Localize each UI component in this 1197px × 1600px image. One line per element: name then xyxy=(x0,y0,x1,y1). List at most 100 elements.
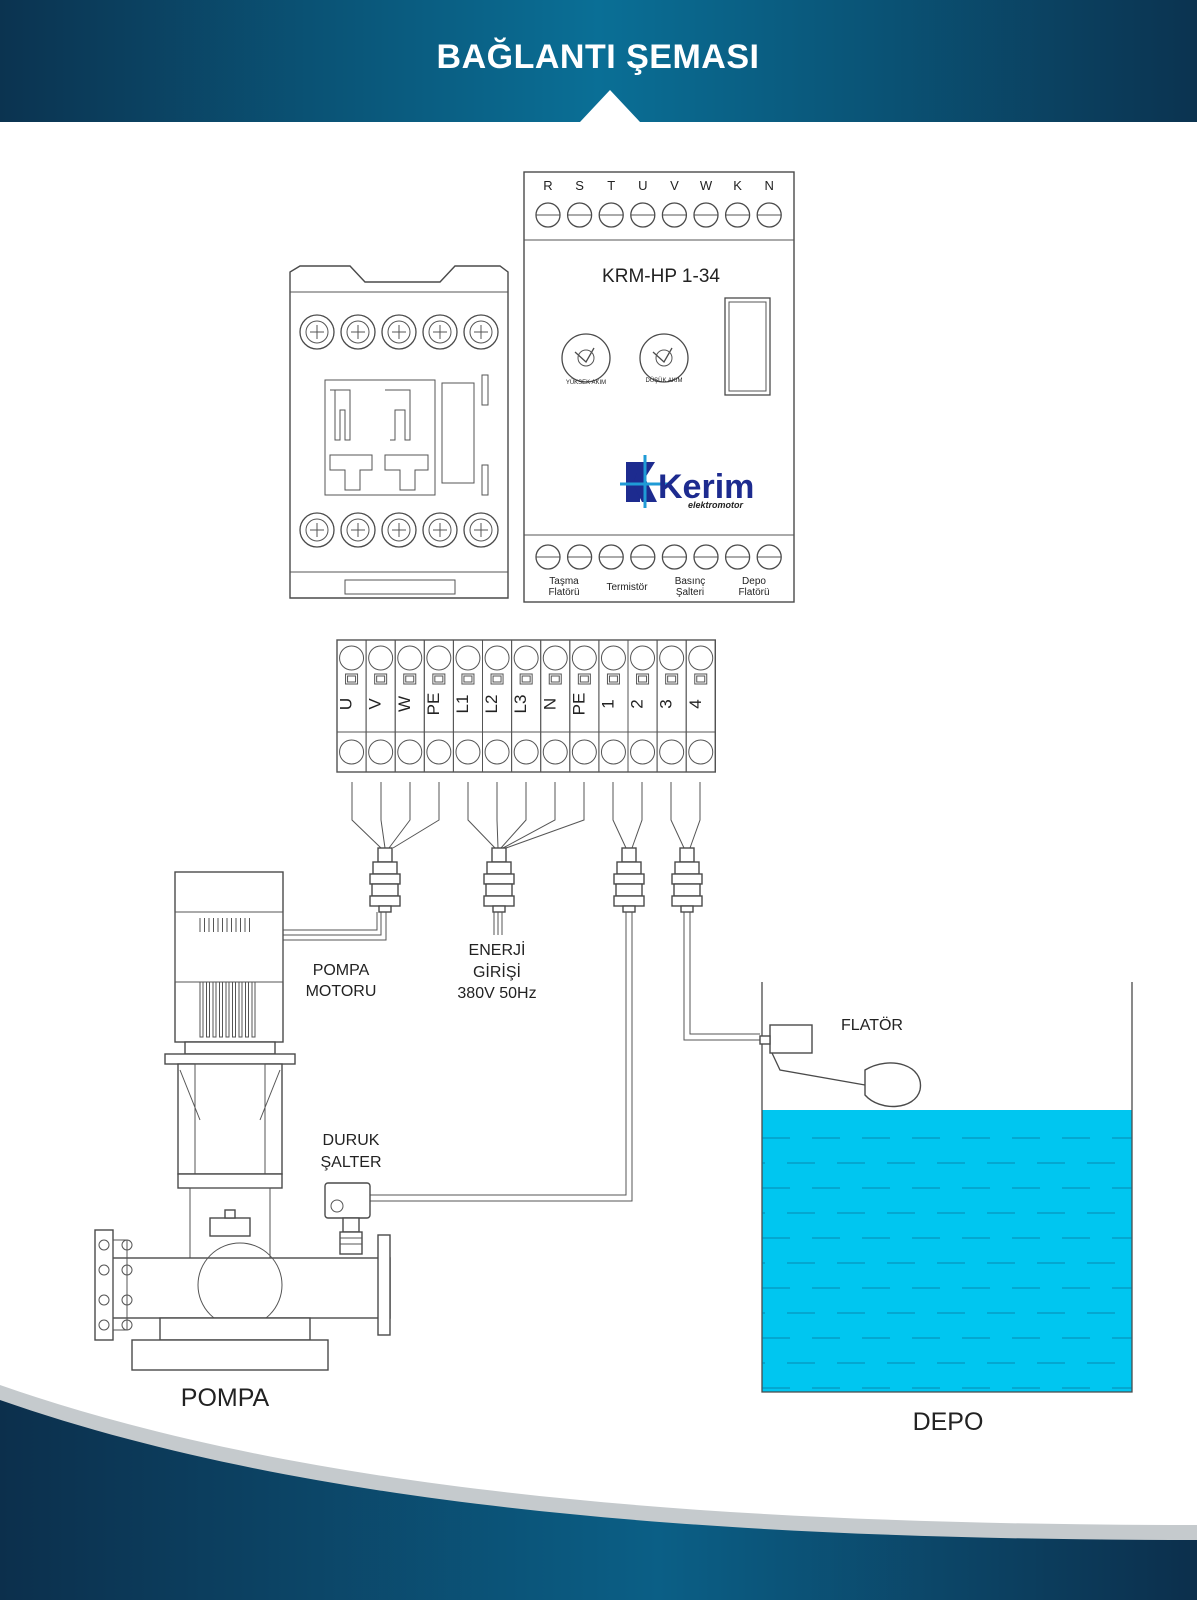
cable-gland xyxy=(483,847,515,913)
controller-bottom-terminals xyxy=(535,544,782,570)
footer-swoosh xyxy=(0,1385,1197,1600)
pressure-switch-wires xyxy=(612,782,643,849)
float-bulb xyxy=(864,1062,922,1108)
float-housing xyxy=(769,1024,813,1054)
controller-top-terminal[interactable] xyxy=(630,202,656,228)
pressure-switch-cable xyxy=(370,912,633,1202)
controller-bottom-label: Depo xyxy=(742,576,766,587)
controller-bottom-label: Şalteri xyxy=(676,587,704,598)
header-notch xyxy=(580,90,640,122)
pump xyxy=(94,1187,391,1371)
motor-cable xyxy=(282,912,387,941)
controller-model: KRM-HP 1-34 xyxy=(602,266,720,287)
controller-bottom-label: Termistör xyxy=(606,582,648,593)
knob-high-current[interactable] xyxy=(561,333,611,383)
terminal-2[interactable]: 2 xyxy=(627,639,658,773)
terminal-pe[interactable]: PE xyxy=(423,639,454,773)
terminal-pe[interactable]: PE xyxy=(569,639,600,773)
controller-bottom-terminal[interactable] xyxy=(598,544,624,570)
float-cable xyxy=(683,912,760,1041)
terminal-label: L2 xyxy=(482,695,501,714)
controller-top-terminal[interactable] xyxy=(693,202,719,228)
contactor-bottom-screw[interactable] xyxy=(422,512,458,548)
pressure-switch-label-1: DURUK xyxy=(323,1132,380,1149)
brand-subtitle: elektromotor xyxy=(688,500,744,510)
controller-top-terminal[interactable] xyxy=(724,202,751,228)
controller-top-terminal-label: S xyxy=(575,178,584,193)
terminal-label: 3 xyxy=(657,699,676,708)
controller-bottom-terminal[interactable] xyxy=(566,544,593,570)
controller-bottom-terminal[interactable] xyxy=(756,544,782,570)
controller-bottom-terminal[interactable] xyxy=(724,544,751,570)
controller-bottom-label: Basınç xyxy=(675,576,706,587)
contactor-bottom-screw[interactable] xyxy=(463,512,499,548)
controller-bottom-terminal[interactable] xyxy=(661,544,688,570)
contactor-top-screw[interactable] xyxy=(299,314,335,350)
terminal-label: L1 xyxy=(453,695,472,714)
motor-wires xyxy=(351,782,440,849)
pump-motor xyxy=(164,871,296,1189)
contactor xyxy=(289,265,509,599)
float-label: FLATÖR xyxy=(841,1016,903,1034)
terminal-n[interactable]: N xyxy=(540,639,571,773)
pump-motor-label-2: MOTORU xyxy=(306,983,377,1000)
knob-low-current[interactable] xyxy=(639,333,689,383)
controller-top-terminal[interactable] xyxy=(598,202,624,228)
controller-bottom-terminal[interactable] xyxy=(693,544,719,570)
brand-logo: Kerim elektromotor xyxy=(620,455,754,510)
controller-top-terminal[interactable] xyxy=(756,202,782,228)
contactor-top-screw[interactable] xyxy=(463,314,499,350)
page-title: BAĞLANTI ŞEMASI xyxy=(437,38,760,76)
controller-bottom-terminal[interactable] xyxy=(630,544,656,570)
controller-bottom-label: Taşma xyxy=(549,576,579,587)
controller-top-terminal-label: K xyxy=(733,178,742,193)
terminal-label: W xyxy=(395,696,414,712)
energy-label-3: 380V 50Hz xyxy=(457,985,536,1002)
terminal-label: L3 xyxy=(511,695,530,714)
contactor-bottom-screw[interactable] xyxy=(299,512,335,548)
terminal-label: V xyxy=(366,698,385,710)
cable-gland xyxy=(369,847,401,913)
pump-motor-label-1: POMPA xyxy=(313,962,370,979)
contactor-bottom-screw[interactable] xyxy=(381,512,417,548)
tank-label: DEPO xyxy=(913,1408,984,1436)
terminal-label: 4 xyxy=(686,699,705,708)
knob-low-label: DÜŞÜK AKIM xyxy=(645,377,682,384)
controller-top-terminal[interactable] xyxy=(535,202,561,228)
terminal-label: PE xyxy=(569,693,588,716)
cable-gland xyxy=(613,847,645,913)
pressure-switch-label-2: ŞALTER xyxy=(320,1154,381,1171)
brand-name: Kerim xyxy=(658,468,754,506)
contactor-bottom-screws xyxy=(299,512,499,548)
terminal-label: 2 xyxy=(628,699,647,708)
terminal-label: N xyxy=(540,698,559,710)
contactor-bottom-screw[interactable] xyxy=(340,512,376,548)
controller-top-terminal-label: W xyxy=(700,178,713,193)
power-cable xyxy=(493,912,503,935)
contactor-top-screw[interactable] xyxy=(422,314,458,350)
controller-bottom-label: Flatörü xyxy=(548,587,579,598)
controller-bottom-terminal[interactable] xyxy=(535,544,561,570)
controller-top-terminals xyxy=(535,202,782,228)
contactor-top-screw[interactable] xyxy=(381,314,417,350)
contactor-top-screw[interactable] xyxy=(340,314,376,350)
terminal-l2[interactable]: L2 xyxy=(482,639,513,773)
energy-label-1: ENERJİ xyxy=(469,940,526,959)
terminal-label: 1 xyxy=(598,699,617,708)
controller-top-terminal-label: N xyxy=(765,178,774,193)
terminal-label: PE xyxy=(424,693,443,716)
water xyxy=(762,1110,1132,1392)
controller-top-terminal[interactable] xyxy=(661,202,688,228)
controller-top-terminal[interactable] xyxy=(566,202,593,228)
knob-high-label: YÜKSEK AKIM xyxy=(566,379,606,386)
controller-top-terminal-label: T xyxy=(607,178,615,193)
controller-bottom-label: Flatörü xyxy=(738,587,769,598)
terminal-4[interactable]: 4 xyxy=(685,639,716,773)
controller-top-terminal-label: U xyxy=(638,178,647,193)
cable-gland xyxy=(671,847,703,913)
